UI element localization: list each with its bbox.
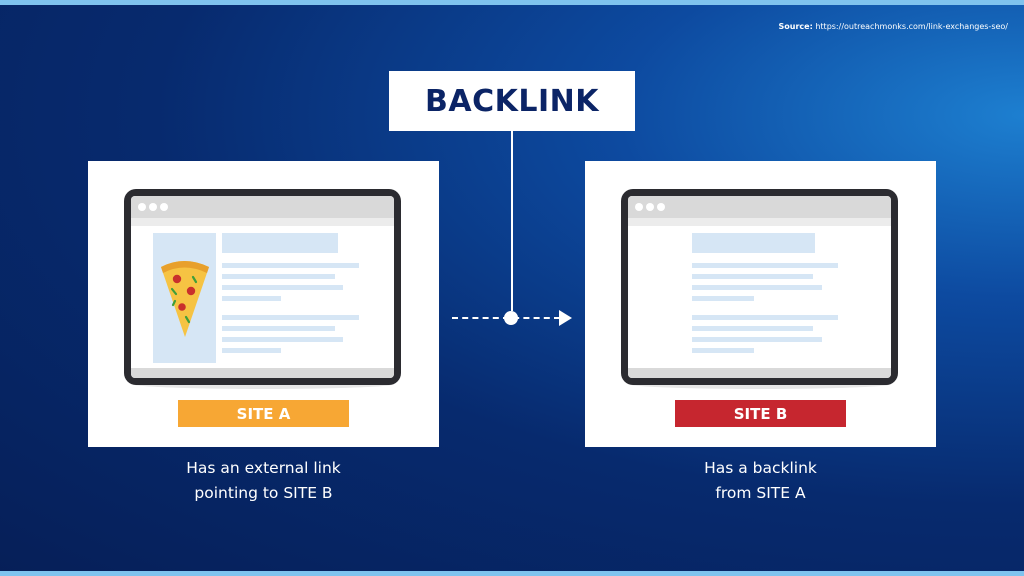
site-b-tablet: [621, 189, 898, 385]
browser-dot-icon: [149, 203, 157, 211]
bottom-edge-bar: [0, 571, 1024, 576]
text-line-placeholder: [692, 337, 822, 342]
site-b-card: SITE B: [585, 161, 936, 447]
site-a-caption-line2: pointing to SITE B: [194, 484, 333, 502]
text-line-placeholder: [692, 326, 813, 331]
browser-bar: [131, 196, 394, 218]
site-b-screen: [628, 196, 891, 378]
connector-dot: [504, 311, 518, 325]
browser-dot-icon: [138, 203, 146, 211]
heading-placeholder: [692, 233, 815, 253]
screen-bottom-bar: [131, 368, 394, 378]
diagram-title: BACKLINK: [425, 83, 599, 119]
text-line-placeholder: [222, 337, 343, 342]
text-line-placeholder: [222, 326, 335, 331]
browser-dot-icon: [657, 203, 665, 211]
pizza-slice-icon: [161, 261, 209, 337]
arrow-head-icon: [559, 310, 572, 326]
text-line-placeholder: [692, 285, 822, 290]
text-line-placeholder: [692, 348, 754, 353]
image-placeholder: [153, 233, 216, 363]
site-b-caption-line2: from SITE A: [715, 484, 806, 502]
text-line-placeholder: [222, 296, 281, 301]
text-line-placeholder: [222, 315, 359, 320]
top-edge-bar: [0, 0, 1024, 5]
browser-subbar: [628, 218, 891, 226]
site-a-tablet: [124, 189, 401, 385]
site-a-screen: [131, 196, 394, 378]
heading-placeholder: [222, 233, 338, 253]
site-b-label: SITE B: [675, 400, 846, 427]
text-line-placeholder: [692, 274, 813, 279]
title-connector-line: [511, 131, 513, 311]
site-a-card: SITE A: [88, 161, 439, 447]
site-a-caption-line1: Has an external link: [186, 459, 341, 477]
site-a-caption: Has an external link pointing to SITE B: [88, 456, 439, 506]
source-label: Source:: [778, 22, 813, 31]
browser-dot-icon: [635, 203, 643, 211]
browser-subbar: [131, 218, 394, 226]
text-line-placeholder: [692, 296, 754, 301]
source-note: Source: https://outreachmonks.com/link-e…: [779, 22, 1008, 31]
source-url: https://outreachmonks.com/link-exchanges…: [815, 22, 1008, 31]
site-b-caption-line1: Has a backlink: [704, 459, 817, 477]
text-line-placeholder: [222, 285, 343, 290]
text-line-placeholder: [222, 274, 335, 279]
text-line-placeholder: [692, 315, 838, 320]
browser-dot-icon: [646, 203, 654, 211]
text-line-placeholder: [692, 263, 838, 268]
site-a-label: SITE A: [178, 400, 349, 427]
browser-dot-icon: [160, 203, 168, 211]
site-b-caption: Has a backlink from SITE A: [585, 456, 936, 506]
text-line-placeholder: [222, 348, 281, 353]
text-line-placeholder: [222, 263, 359, 268]
screen-bottom-bar: [628, 368, 891, 378]
browser-bar: [628, 196, 891, 218]
title-box: BACKLINK: [389, 71, 635, 131]
